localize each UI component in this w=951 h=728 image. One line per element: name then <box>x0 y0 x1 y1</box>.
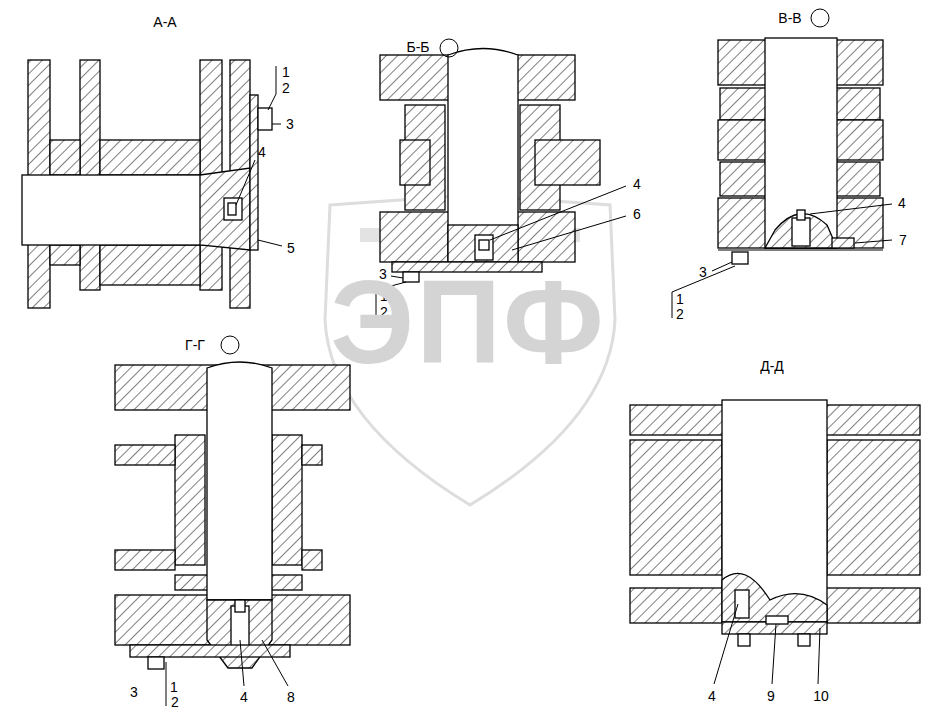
section-c <box>672 38 892 318</box>
callout-number: 2 <box>171 695 179 709</box>
callout-number: 9 <box>767 689 775 703</box>
callout-number: 5 <box>287 241 295 255</box>
callout-number: 2 <box>676 307 684 321</box>
callout-number: 3 <box>699 265 707 279</box>
callout-number: 2 <box>282 81 290 95</box>
callout-number: 8 <box>287 690 295 704</box>
callout-number: 1 <box>676 292 684 306</box>
callout-number: 3 <box>130 685 138 699</box>
callout-number: 4 <box>240 690 248 704</box>
callout-number: 4 <box>258 145 266 159</box>
section-title: А-А <box>153 15 176 29</box>
callout-number: 4 <box>898 196 906 210</box>
section-d <box>115 362 350 706</box>
watermark: ЭПФ <box>330 263 605 381</box>
callout-number: 1 <box>282 65 290 79</box>
section-title: Д-Д <box>760 359 784 373</box>
section-title: Б-Б <box>406 40 429 54</box>
callout-number: 6 <box>633 207 641 221</box>
callout-number: 1 <box>170 680 178 694</box>
watermark-shield <box>325 195 615 505</box>
section-title: Г-Г <box>185 338 205 352</box>
section-title: В-В <box>778 11 801 25</box>
callout-number: 10 <box>813 689 829 703</box>
callout-number: 7 <box>899 233 907 247</box>
section-e <box>630 400 920 684</box>
callout-number: 3 <box>286 117 294 131</box>
callout-number: 4 <box>708 689 716 703</box>
callout-number: 4 <box>633 177 641 191</box>
section-a <box>22 60 282 308</box>
